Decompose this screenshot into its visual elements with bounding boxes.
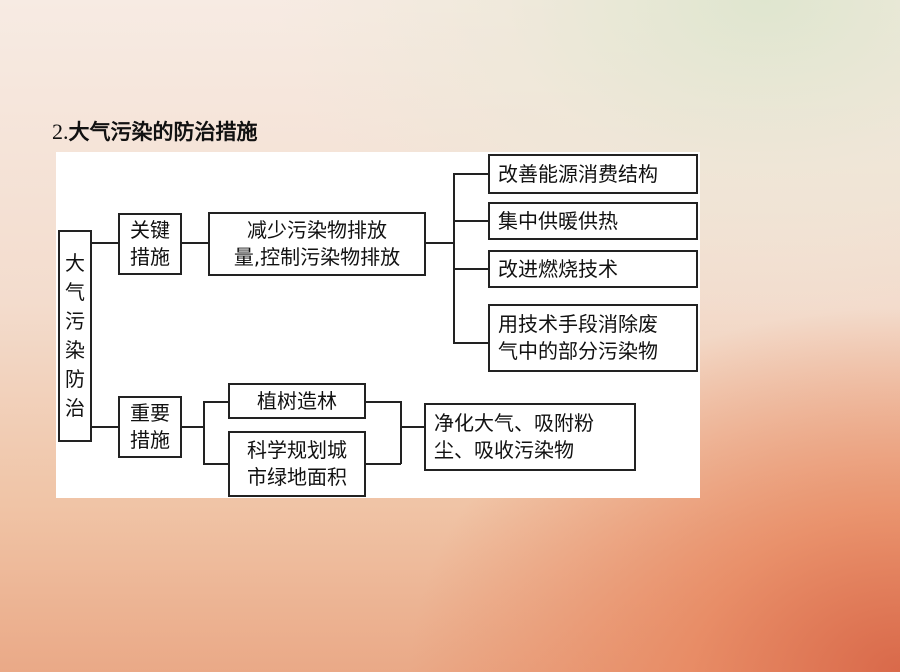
key-item-node: 集中供暖供热 (488, 202, 698, 240)
important-item-node: 植树造林 (228, 383, 366, 419)
connector-merge-effect (400, 426, 425, 428)
connector-key-item-1 (453, 173, 488, 175)
connector-key-goal (182, 242, 208, 244)
connector-merge-trunk (400, 401, 402, 464)
key-goal-node: 减少污染物排放 量,控制污染物排放 (208, 212, 426, 276)
key-measures-node: 关键 措施 (118, 213, 182, 275)
key-item-node: 改善能源消费结构 (488, 154, 698, 194)
section-title-text: 大气污染的防治措施 (68, 120, 258, 144)
connector-important-item-2 (203, 463, 228, 465)
connector-key-item-4 (453, 342, 488, 344)
connector-key-trunk (453, 173, 455, 343)
key-item-node: 改进燃烧技术 (488, 250, 698, 288)
connector-key-item-2 (453, 220, 488, 222)
connector-goal-branch (424, 242, 454, 244)
connector-important-trunk (203, 401, 205, 464)
connector-merge-top (366, 401, 401, 403)
important-measures-node: 重要 措施 (118, 396, 182, 458)
section-number: 2. (52, 119, 69, 144)
root-node: 大 气 污 染 防 治 (58, 230, 92, 442)
important-item-node: 科学规划城 市绿地面积 (228, 431, 366, 497)
connector-root-key (90, 242, 120, 244)
connector-key-item-3 (453, 268, 488, 270)
connector-important-branch (182, 426, 204, 428)
section-title: 2.大气污染的防治措施 (52, 116, 258, 146)
diagram-panel: 大 气 污 染 防 治 关键 措施 减少污染物排放 量,控制污染物排放 改善能源… (56, 152, 700, 498)
important-effect-node: 净化大气、吸附粉 尘、吸收污染物 (424, 403, 636, 471)
connector-root-important (90, 426, 120, 428)
connector-merge-bottom (366, 463, 401, 465)
connector-important-item-1 (203, 401, 228, 403)
key-item-node: 用技术手段消除废 气中的部分污染物 (488, 304, 698, 372)
